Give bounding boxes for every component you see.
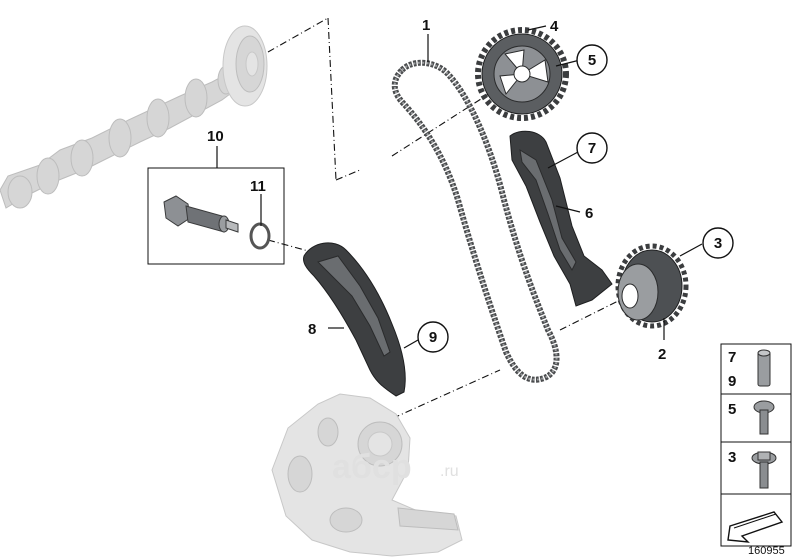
legend-row1-bottom: 9 <box>728 373 736 390</box>
label-part-9: 9 <box>429 329 437 346</box>
label-part-1: 1 <box>422 17 430 34</box>
direction-arrow-icon <box>727 511 784 543</box>
diagram-number: 160955 <box>748 545 785 557</box>
label-part-6: 6 <box>585 205 593 222</box>
watermark-domain: .ru <box>440 463 459 480</box>
alignment-lines <box>267 17 629 425</box>
callouts: 1 4 5 7 6 3 2 8 9 10 11 <box>207 17 734 363</box>
circle-part-7 <box>576 132 608 164</box>
high-pressure-pump <box>271 393 463 557</box>
label-part-7: 7 <box>588 140 596 157</box>
legend-row1-top: 7 <box>728 349 736 366</box>
label-part-3: 3 <box>714 235 722 252</box>
torx-bolt-icon <box>753 400 775 435</box>
tensioner-rail <box>509 130 613 307</box>
leader-lines <box>216 25 703 349</box>
label-part-11: 11 <box>250 178 266 195</box>
label-part-2: 2 <box>658 346 666 363</box>
watermark-brand: aбcp <box>332 448 412 486</box>
flange-bolt-icon <box>751 451 777 489</box>
crankshaft-sprocket <box>615 243 689 329</box>
legend-row2: 5 <box>728 401 736 418</box>
guide-rail <box>303 242 406 397</box>
sealing-ring <box>249 222 271 250</box>
circle-part-3 <box>702 227 734 259</box>
timing-chain <box>391 59 560 383</box>
label-part-5: 5 <box>588 52 596 69</box>
exhaust-sprocket <box>475 27 569 121</box>
fastener-legend: 7 9 5 3 <box>720 343 792 547</box>
legend-row3: 3 <box>728 449 736 466</box>
watermark: aбcp .ru <box>332 448 459 486</box>
chain-tensioner <box>163 195 239 233</box>
chain-tensioner-box <box>147 167 285 265</box>
label-part-4: 4 <box>550 18 559 35</box>
circle-part-9 <box>417 321 449 353</box>
label-part-10: 10 <box>207 128 224 145</box>
camshaft-sprocket <box>222 25 268 107</box>
guide-pin-icon <box>757 349 771 387</box>
camshaft <box>0 65 247 209</box>
circle-part-5 <box>576 44 608 76</box>
label-part-8: 8 <box>308 321 316 338</box>
